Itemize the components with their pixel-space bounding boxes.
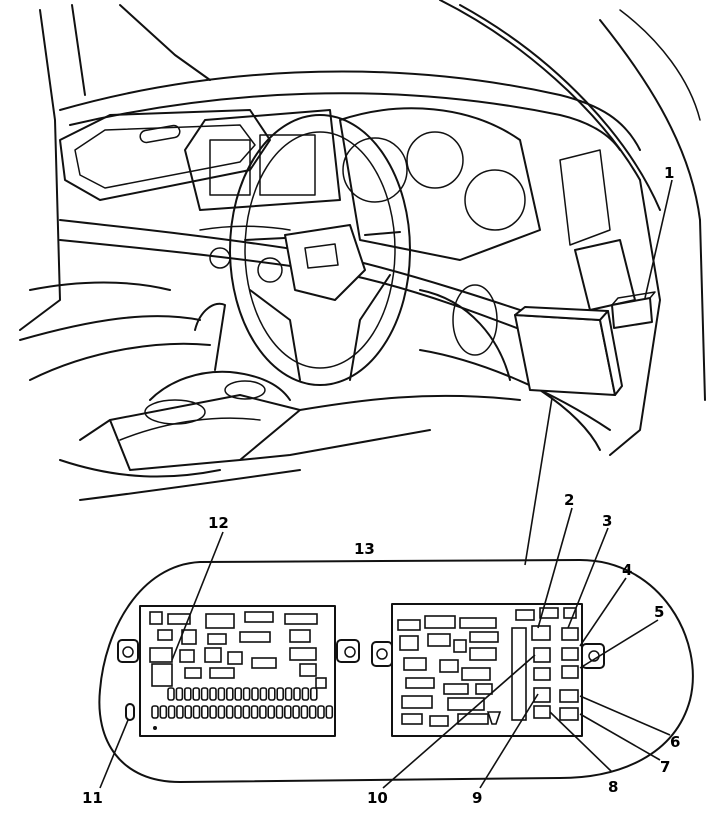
relay-10	[533, 647, 551, 663]
fuse-3	[561, 627, 579, 641]
mini-fuse	[167, 705, 176, 719]
callout-5: 5	[654, 603, 664, 621]
mini-fuse	[176, 705, 184, 719]
mini-fuse	[192, 705, 201, 719]
vent-handle-icon	[139, 124, 181, 144]
mini-fuse	[151, 705, 159, 719]
relay-2	[531, 625, 551, 641]
connector-11-icon	[125, 703, 135, 721]
gauge-icon	[342, 137, 408, 203]
mini-fuse	[300, 705, 309, 719]
mini-fuse	[225, 705, 234, 719]
callout-6: 6	[670, 733, 680, 751]
mini-fuse	[276, 687, 285, 701]
callout-13: 13	[354, 540, 375, 558]
mini-fuse	[167, 687, 175, 701]
fuse-6	[559, 689, 579, 703]
mini-fuse	[209, 687, 217, 701]
mini-fuse	[159, 705, 168, 719]
relay-8	[533, 705, 551, 719]
mini-fuse	[242, 687, 251, 701]
mini-fuse	[242, 705, 251, 719]
mini-fuse	[317, 705, 325, 719]
mini-fuse	[251, 687, 259, 701]
mini-fuse	[259, 705, 267, 719]
mini-fuse	[267, 705, 276, 719]
mini-fuse	[267, 687, 276, 701]
callout-1: 1	[664, 164, 674, 182]
mini-fuse	[175, 687, 184, 701]
mini-fuse	[293, 687, 301, 701]
mini-fuse	[192, 687, 200, 701]
mini-fuse	[308, 705, 317, 719]
leader-lines	[99, 179, 673, 789]
steering-wheel-icon	[229, 114, 411, 386]
fuse-block-left	[117, 605, 360, 737]
callout-10: 10	[367, 789, 388, 807]
callout-4: 4	[622, 561, 632, 579]
callout-12: 12	[208, 514, 229, 532]
mini-fuse	[309, 687, 318, 701]
fuse-4	[561, 647, 579, 661]
callout-7: 7	[660, 758, 670, 776]
mini-fuse	[184, 687, 192, 701]
mini-fuse	[201, 705, 209, 719]
mini-fuse	[275, 705, 284, 719]
mini-fuse	[283, 705, 292, 719]
mini-fuse	[292, 705, 300, 719]
fuse-5	[561, 665, 579, 679]
gauge-icon	[464, 169, 526, 231]
mini-fuse	[234, 687, 242, 701]
mini-fuse	[325, 705, 334, 719]
mini-fuse	[209, 705, 217, 719]
mini-fuse	[259, 687, 268, 701]
relay-9	[533, 687, 551, 703]
mini-fuse	[184, 705, 192, 719]
fuse-box-13-icon	[514, 306, 623, 396]
callout-11: 11	[82, 789, 103, 807]
dashboard-illustration	[19, 0, 706, 501]
mini-fuse	[234, 705, 242, 719]
callout-labels: 1 2 3 4 5 6 7 8 9 10 11 12 13	[82, 164, 680, 807]
mini-fuse	[301, 687, 310, 701]
mini-fuse	[200, 687, 209, 701]
fuse-box-1-icon	[611, 297, 653, 329]
callout-3: 3	[602, 512, 612, 530]
fuse-block-right	[371, 603, 605, 737]
gauge-icon	[406, 131, 464, 189]
callout-9: 9	[472, 789, 482, 807]
fuse-panel	[98, 559, 694, 783]
mini-fuse	[284, 687, 293, 701]
mini-fuse	[217, 687, 226, 701]
mini-fuse	[217, 705, 226, 719]
fuse-panel-outline	[98, 559, 694, 783]
mini-fuse	[250, 705, 259, 719]
mini-fuse	[226, 687, 234, 701]
callout-2: 2	[564, 491, 574, 509]
fuse-7	[559, 707, 579, 721]
callout-8: 8	[608, 778, 618, 796]
